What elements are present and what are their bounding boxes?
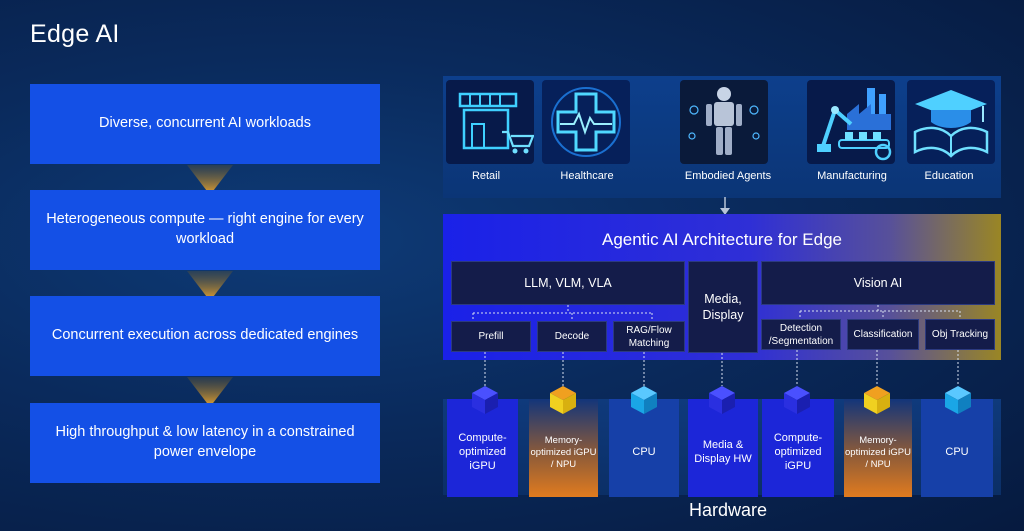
classification-box: Classification [847, 319, 919, 350]
arrow-down-icon [720, 197, 730, 215]
decode-box: Decode [537, 321, 607, 352]
vision-ai-box: Vision AI [761, 261, 995, 305]
detection-segmentation-box: Detection /Segmentation [761, 319, 841, 350]
compute-cube-icon [472, 386, 498, 414]
use-case-label: Manufacturing [817, 170, 887, 182]
llm-vlm-vla-box: LLM, VLM, VLA [451, 261, 685, 305]
graduation-book-icon [907, 80, 995, 164]
prefill-box: Prefill [451, 321, 531, 352]
hw-column-cpu [609, 399, 679, 497]
hw-column-cpu [921, 399, 993, 497]
hw-label: Media & Display HW [694, 439, 752, 465]
hw-label: Compute-optimized iGPU [773, 432, 823, 472]
use-case-label: Embodied Agents [684, 170, 772, 182]
flow-step-3: Concurrent execution across dedicated en… [30, 296, 380, 376]
obj-tracking-box: Obj Tracking [925, 319, 995, 350]
cpu-cube-icon [945, 386, 971, 414]
hw-column-memory-npu [529, 399, 598, 497]
hw-label: Memory-optimized iGPU / NPU [845, 435, 911, 470]
factory-robot-arm-icon [807, 80, 895, 164]
store-icon [446, 80, 534, 164]
media-display-box: Media, Display [688, 261, 758, 353]
flow-arrow-icon [187, 271, 233, 301]
hw-label: Memory-optimized iGPU / NPU [530, 435, 597, 470]
hw-column-media-display [688, 399, 758, 497]
architecture-title: Agentic AI Architecture for Edge [601, 230, 843, 249]
flow-arrow-icon [187, 377, 233, 407]
rag-flow-matching-box: RAG/Flow Matching [613, 321, 685, 352]
use-case-label: Healthcare [560, 170, 614, 182]
hw-column-compute-igpu [762, 399, 834, 497]
page-title: Edge AI [30, 20, 120, 48]
flow-arrow-icon [187, 165, 233, 195]
hw-label: CPU [945, 446, 969, 459]
flow-step-4: High throughput & low latency in a const… [30, 403, 380, 483]
compute-cube-icon [784, 386, 810, 414]
robot-icon [680, 80, 768, 164]
use-case-label: Education [924, 170, 974, 182]
hw-column-memory-npu [844, 399, 912, 497]
memory-cube-icon [550, 386, 576, 414]
medical-cross-icon [542, 80, 630, 164]
flow-step-2: Heterogeneous compute — right engine for… [30, 190, 380, 270]
hardware-title: Hardware [688, 500, 768, 520]
memory-cube-icon [864, 386, 890, 414]
hw-label: Compute-optimized iGPU [458, 432, 507, 472]
flow-step-1: Diverse, concurrent AI workloads [30, 84, 380, 164]
hw-label: CPU [632, 446, 656, 459]
use-case-label: Retail [471, 170, 501, 182]
hw-column-compute-igpu [447, 399, 518, 497]
compute-cube-icon [709, 386, 735, 414]
cpu-cube-icon [631, 386, 657, 414]
